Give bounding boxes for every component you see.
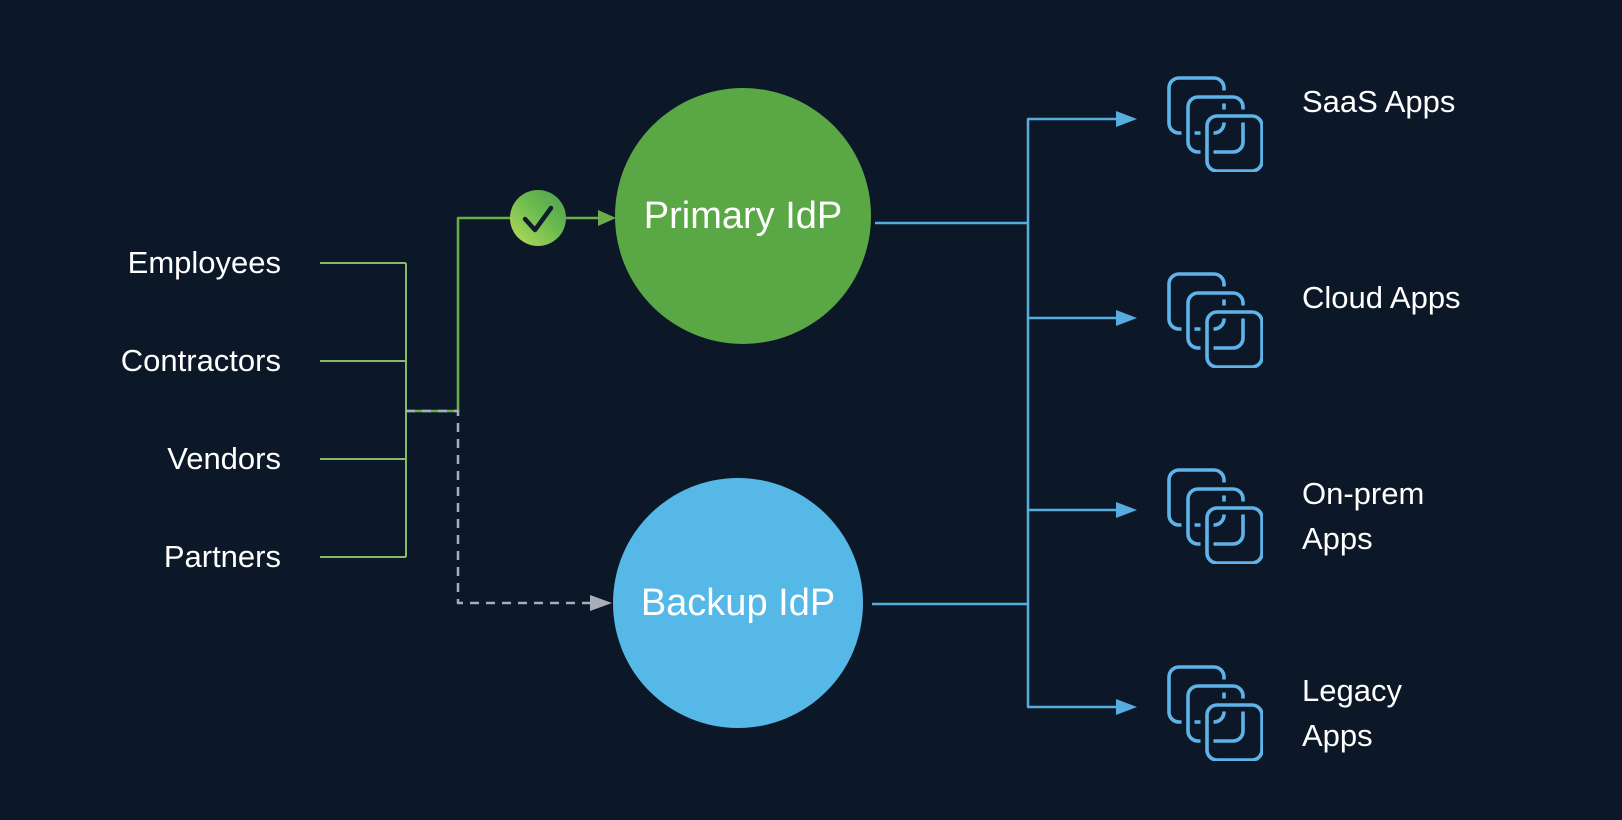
- cloud-apps-arrowhead-icon: [1116, 310, 1137, 326]
- user-group-contractors: Contractors: [120, 343, 281, 378]
- user-group-employees: Employees: [127, 245, 281, 280]
- user-group-vendors: Vendors: [167, 441, 281, 476]
- app-label-saas: SaaS Apps: [1302, 79, 1582, 169]
- onprem-apps-stack-icon: [1167, 468, 1263, 564]
- saas-apps-stack-icon: [1167, 76, 1263, 172]
- app-label-line: Cloud Apps: [1302, 280, 1461, 315]
- app-label-line: Apps: [1302, 521, 1373, 556]
- app-label-onprem: On-prem Apps: [1302, 471, 1582, 561]
- app-label-legacy: Legacy Apps: [1302, 668, 1582, 758]
- app-label-cloud: Cloud Apps: [1302, 275, 1582, 365]
- primary-idp-arrowhead-icon: [598, 210, 616, 226]
- onprem-apps-arrowhead-icon: [1116, 502, 1137, 518]
- legacy-apps-stack-icon: [1167, 665, 1263, 761]
- backup-idp-dashed-connector-line: [406, 409, 590, 605]
- cloud-apps-stack-icon: [1167, 272, 1263, 368]
- backup-idp-arrowhead-icon: [590, 595, 612, 611]
- app-label-line: Legacy: [1302, 673, 1402, 708]
- apps-fanout-line: [872, 117, 1116, 709]
- user-group-partners: Partners: [163, 539, 281, 574]
- primary-idp-label: Primary IdP: [643, 194, 843, 237]
- primary-idp-node: Primary IdP: [615, 88, 871, 344]
- saas-apps-arrowhead-icon: [1116, 111, 1137, 127]
- checkmark-icon: [522, 205, 554, 233]
- backup-idp-node: Backup IdP: [613, 478, 863, 728]
- app-label-line: On-prem: [1302, 476, 1425, 511]
- app-label-line: SaaS Apps: [1302, 84, 1456, 119]
- backup-idp-label: Backup IdP: [640, 581, 836, 624]
- primary-idp-connector-line: [406, 216, 598, 413]
- app-label-line: Apps: [1302, 718, 1373, 753]
- checkmark-badge: [510, 190, 566, 246]
- app-label-line: [1302, 320, 1582, 365]
- legacy-apps-arrowhead-icon: [1116, 699, 1137, 715]
- app-label-line: [1302, 124, 1582, 169]
- user-groups-bracket-line: [320, 262, 407, 558]
